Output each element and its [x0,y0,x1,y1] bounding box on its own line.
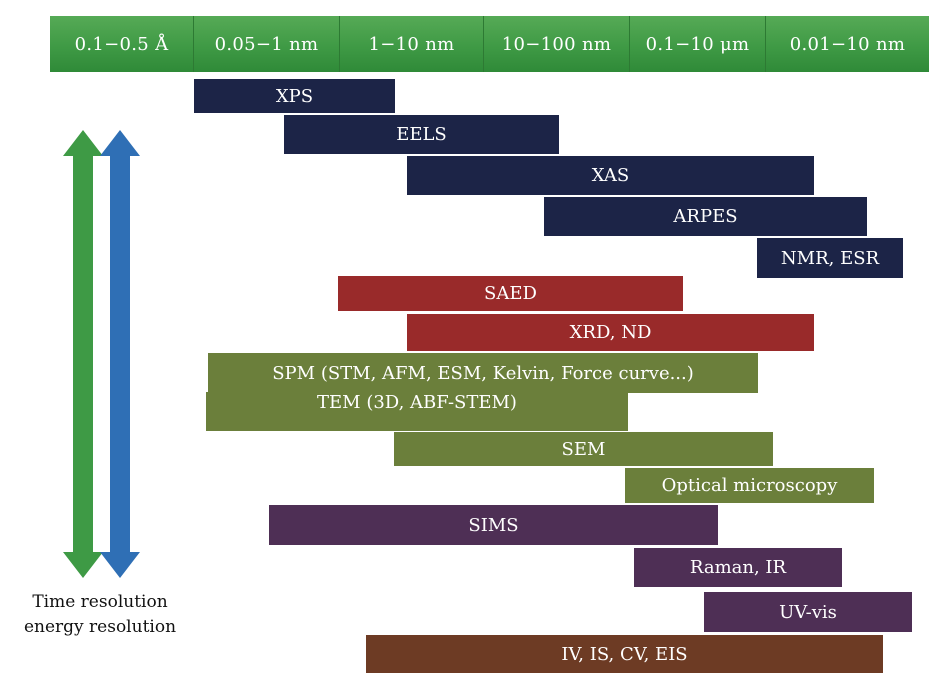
technique-bar-tem: TEM (3D, ABF-STEM) [206,392,628,431]
arrow-label-energy-resolution: energy resolution [23,617,177,637]
technique-bar-uv-vis: UV-vis [704,592,912,632]
technique-bar-spm: SPM (STM, AFM, ESM, Kelvin, Force curve.… [208,353,758,393]
technique-bar-iv-is-cv-eis: IV, IS, CV, EIS [366,635,883,673]
technique-bar-eels: EELS [284,115,559,154]
technique-bar-raman-ir: Raman, IR [634,548,842,587]
scale-cell-3: 10−100 nm [484,16,630,72]
scale-cell-1: 0.05−1 nm [194,16,340,72]
technique-bar-optical-microscopy: Optical microscopy [625,468,874,503]
technique-bar-sem: SEM [394,432,773,466]
scale-cell-5: 0.01−10 nm [766,16,929,72]
technique-bar-xas: XAS [407,156,814,195]
technique-bar-nmr-esr: NMR, ESR [757,238,903,278]
scale-cell-2: 1−10 nm [340,16,484,72]
scale-cell-4: 0.1−10 μm [630,16,766,72]
technique-bar-xps: XPS [194,79,395,113]
resolution-arrows [63,130,140,578]
technique-bar-xrd-nd: XRD, ND [407,314,814,351]
green-double-arrow [63,130,103,578]
arrow-label-time-resolution: Time resolution [32,592,168,612]
technique-bar-arpes: ARPES [544,197,867,236]
blue-double-arrow [100,130,140,578]
technique-bar-sims: SIMS [269,505,718,545]
scale-cell-0: 0.1−0.5 Å [50,16,194,72]
technique-bar-saed: SAED [338,276,683,311]
